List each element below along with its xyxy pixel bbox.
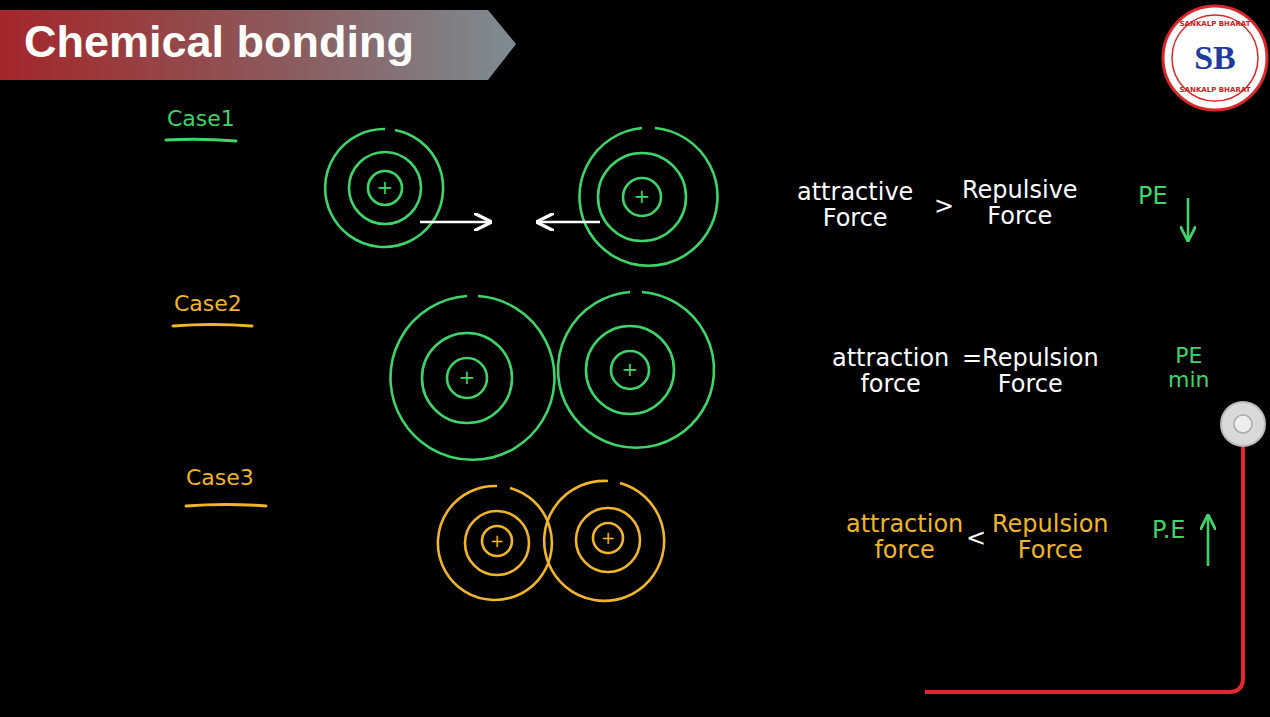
logo-ring <box>1172 15 1258 101</box>
plug <box>1221 402 1265 446</box>
force-label: Repulsion Force <box>992 512 1109 564</box>
force-label: attraction force <box>846 512 963 564</box>
nucleus <box>447 358 487 398</box>
case-underline <box>186 505 266 507</box>
electron-shell <box>465 511 529 575</box>
increase-arrow <box>1207 516 1210 566</box>
energy-label: PE <box>1138 184 1168 210</box>
electron-shell <box>390 296 554 460</box>
logo-text: SANKALP BHARAT <box>1180 21 1251 29</box>
nucleus <box>482 526 512 556</box>
logo-text: SANKALP BHARAT <box>1180 87 1251 95</box>
electron-shell <box>598 153 686 241</box>
electron-shell <box>422 333 512 423</box>
force-label: =Repulsion Force <box>962 346 1099 398</box>
electron-shell <box>349 152 421 224</box>
plug <box>1234 415 1252 433</box>
case-label: Case2 <box>174 292 242 316</box>
nucleus <box>611 351 649 389</box>
electron-shell <box>576 508 640 572</box>
comparison-sign: < <box>966 526 986 552</box>
force-label: attraction force <box>832 346 949 398</box>
electron-shell <box>580 128 718 266</box>
comparison-sign: > <box>934 194 954 220</box>
case-underline <box>173 325 252 327</box>
case-label: Case1 <box>167 107 235 131</box>
cable <box>925 446 1243 692</box>
approach-arrow <box>420 221 490 224</box>
case-label: Case3 <box>186 466 254 490</box>
electron-shell <box>438 486 552 600</box>
nucleus-charge: + <box>490 532 504 550</box>
approach-arrow <box>538 221 600 224</box>
nucleus-charge: + <box>634 186 651 208</box>
nucleus <box>368 171 402 205</box>
electron-shell <box>325 129 443 247</box>
electron-shell <box>558 292 714 448</box>
decrease-arrow <box>1187 198 1190 240</box>
nucleus <box>593 523 623 553</box>
logo-ring <box>1163 6 1267 110</box>
title: Chemical bonding <box>24 16 414 68</box>
energy-label: P.E <box>1152 518 1186 544</box>
logo-mark: SB <box>1194 40 1236 77</box>
title-banner <box>0 10 516 80</box>
force-label: Repulsive Force <box>962 178 1078 230</box>
electron-shell <box>544 481 664 601</box>
nucleus <box>623 178 661 216</box>
energy-label: PE min <box>1168 344 1209 392</box>
nucleus-charge: + <box>622 359 639 381</box>
electron-shell <box>586 326 674 414</box>
case-underline <box>166 139 236 141</box>
nucleus-charge: + <box>459 367 476 389</box>
nucleus-charge: + <box>601 529 615 547</box>
force-label: attractive Force <box>797 180 913 232</box>
nucleus-charge: + <box>377 177 394 199</box>
